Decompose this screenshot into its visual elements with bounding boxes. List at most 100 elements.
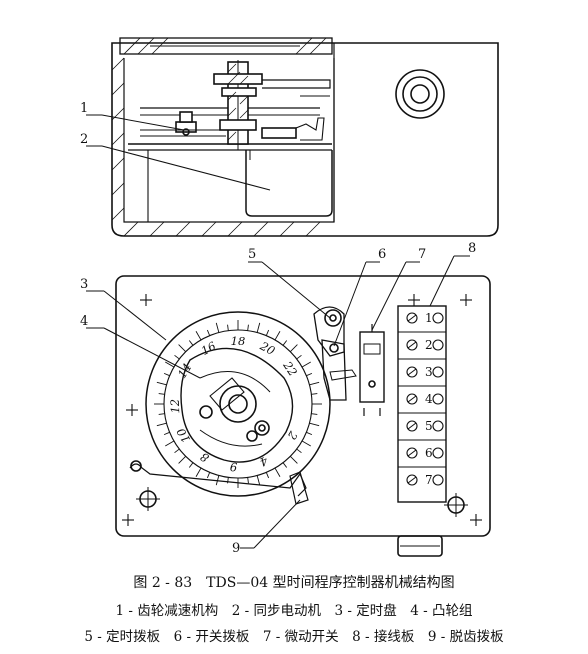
screw-slot xyxy=(407,449,417,457)
dial-tick xyxy=(282,340,288,346)
dial-tick xyxy=(290,344,298,352)
dial-tick xyxy=(256,322,261,333)
screw-icon xyxy=(406,420,418,432)
mounting-hole xyxy=(136,487,160,511)
dial-number: 8 xyxy=(198,450,212,466)
dial-tick xyxy=(165,440,175,447)
dial-ticks xyxy=(154,320,322,488)
terminal-number: 5 xyxy=(425,419,433,433)
synchronous-motor-body xyxy=(245,150,333,217)
callout-3: 3 xyxy=(80,277,88,292)
spring xyxy=(129,463,307,497)
terminal: 6 xyxy=(398,446,446,468)
dial-number: 10 xyxy=(174,426,193,446)
terminal-number: 2 xyxy=(425,338,433,352)
dial-number: 18 xyxy=(231,334,246,348)
screw-icon xyxy=(432,420,444,432)
callout-1: 1 xyxy=(80,101,88,116)
leader-lines xyxy=(86,114,470,549)
conduit-fitting xyxy=(397,535,443,557)
callout-8: 8 xyxy=(468,241,476,256)
timing-dial xyxy=(145,311,331,497)
callout-6: 6 xyxy=(378,247,386,262)
dial-tick xyxy=(215,322,220,333)
switch-lever xyxy=(321,339,347,401)
screw-icon xyxy=(432,393,444,405)
dial-inner-ring xyxy=(163,329,313,479)
terminal-number: 7 xyxy=(425,473,433,487)
screw-icon xyxy=(406,366,418,378)
dial-tick xyxy=(178,456,186,464)
terminal: 5 xyxy=(398,419,446,441)
terminal: 7 xyxy=(406,473,444,487)
screw-icon xyxy=(432,366,444,378)
screw-icon xyxy=(406,474,418,486)
terminal-block xyxy=(397,305,447,503)
callout-5: 5 xyxy=(248,247,256,262)
mounting-hole xyxy=(444,493,468,517)
dial-tick xyxy=(165,361,175,368)
micro-switch xyxy=(359,331,385,403)
screw-icon xyxy=(406,393,418,405)
dial-tick xyxy=(174,354,180,360)
callout-labels: 1 2 3 4 5 6 7 8 9 xyxy=(80,101,476,556)
callout-9: 9 xyxy=(232,541,240,556)
dial-tick xyxy=(274,331,281,341)
cam-group xyxy=(180,347,294,463)
dial-tick xyxy=(290,456,298,464)
dial-tick xyxy=(206,472,211,479)
dial-tick xyxy=(306,372,313,377)
terminal: 4 xyxy=(398,392,446,414)
figure-title: 图 2 - 83 TDS—04 型时间程序控制器机械结构图 xyxy=(133,575,455,591)
dial-tick xyxy=(309,422,320,427)
terminal-number: 4 xyxy=(425,392,433,406)
dial-tick xyxy=(195,467,202,477)
screw-slot xyxy=(407,341,417,349)
dial-tick xyxy=(256,475,261,486)
dial-tick xyxy=(301,440,311,447)
dial-tick xyxy=(178,344,186,352)
legend-line-1: 1 - 齿轮减速机构 2 - 同步电动机 3 - 定时盘 4 - 凸轮组 xyxy=(115,603,473,619)
dial-tick xyxy=(163,431,170,436)
dial-tick xyxy=(156,422,167,427)
front-housing xyxy=(115,275,491,537)
screw-icon xyxy=(406,312,418,324)
dial-tick xyxy=(188,462,194,468)
dial-tick xyxy=(296,354,302,360)
screw-icon xyxy=(406,447,418,459)
dial-tick xyxy=(158,413,165,415)
screw-marks xyxy=(122,294,482,526)
screw-icon xyxy=(432,474,444,486)
screw-slot xyxy=(407,395,417,403)
dial-number: 20 xyxy=(257,338,277,358)
dial-tick xyxy=(265,329,270,336)
callout-4: 4 xyxy=(80,314,88,329)
dial-tick xyxy=(195,331,202,341)
dial-tick xyxy=(265,472,270,479)
top-section-view xyxy=(111,37,499,237)
callout-2: 2 xyxy=(80,132,88,147)
dial-number: 16 xyxy=(199,339,218,358)
terminal: 1 xyxy=(398,311,446,333)
cam-center xyxy=(228,394,248,414)
cam-hub xyxy=(219,385,257,423)
dial-tick xyxy=(206,329,211,336)
screw-icon xyxy=(432,312,444,324)
dial-tick xyxy=(188,340,194,346)
screw-slot xyxy=(407,422,417,430)
housing-outline xyxy=(111,42,499,237)
terminal: 2 xyxy=(398,338,446,360)
dial-tick xyxy=(247,477,249,484)
dial-tick xyxy=(274,467,281,477)
dial-tick xyxy=(158,393,165,395)
screw-icon xyxy=(406,339,418,351)
dial-tick xyxy=(306,431,313,436)
dial-tick xyxy=(174,448,180,454)
dial-tick xyxy=(227,324,229,331)
dial-number: 9 xyxy=(229,460,237,474)
cable-gland xyxy=(395,69,445,119)
dial-tick xyxy=(247,324,249,331)
legend-line-2: 5 - 定时拨板 6 - 开关拨板 7 - 微动开关 8 - 接线板 9 - 脱… xyxy=(84,629,504,645)
